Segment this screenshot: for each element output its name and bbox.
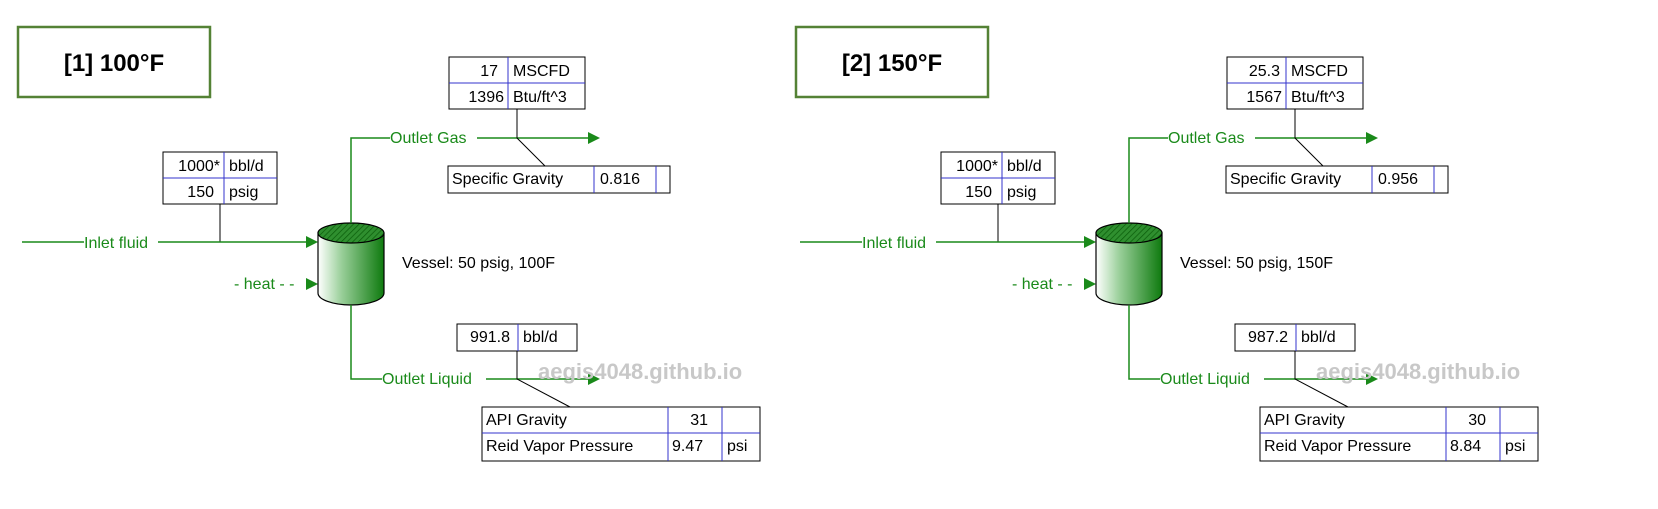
inlet-data-table: 1000* bbl/d 150 psig (940, 151, 1056, 205)
outlet-gas-label: Outlet Gas (390, 130, 466, 147)
api-gravity-value: 31 (690, 412, 708, 429)
gas-sg-table: Specific Gravity 0.816 (447, 165, 671, 194)
panel-1: [1] 100°F 1000* bbl/d 150 psig Inlet flu… (16, 25, 761, 462)
inlet-rate-unit: bbl/d (229, 158, 264, 175)
separator-vessel (317, 222, 385, 306)
vessel-label: Vessel: 50 psig, 100F (402, 255, 555, 272)
panel-2: [2] 150°F 1000* bbl/d 150 psig Inlet flu… (794, 25, 1539, 462)
rvp-label: Reid Vapor Pressure (1264, 438, 1411, 455)
rvp-unit: psi (1505, 438, 1525, 455)
api-gravity-value: 30 (1468, 412, 1486, 429)
panel-title-box (794, 25, 990, 99)
gas-data-table: 17 MSCFD 1396 Btu/ft^3 (448, 56, 586, 110)
gas-rate-value: 25.3 (1249, 63, 1280, 80)
gas-sg-label: Specific Gravity (452, 171, 563, 188)
outlet-liquid-label: Outlet Liquid (382, 371, 472, 388)
watermark: aegis4048.github.io (1316, 359, 1520, 384)
liquid-leader-line (1294, 351, 1349, 408)
liquid-rate-value: 987.2 (1248, 329, 1288, 346)
inlet-stream-label: Inlet fluid (84, 235, 148, 252)
heat-stream-label: - heat - - (234, 276, 294, 293)
inlet-stream: Inlet fluid (800, 235, 1096, 252)
gas-leader-line (1294, 109, 1324, 167)
gas-sg-table: Specific Gravity 0.956 (1225, 165, 1449, 194)
separator-vessel (1095, 222, 1163, 306)
liquid-properties-table: API Gravity 30 Reid Vapor Pressure 8.84 … (1259, 406, 1539, 462)
liquid-rate-table: 991.8 bbl/d (456, 323, 578, 352)
rvp-label: Reid Vapor Pressure (486, 438, 633, 455)
vessel-label: Vessel: 50 psig, 150F (1180, 255, 1333, 272)
inlet-rate-unit: bbl/d (1007, 158, 1042, 175)
outlet-liquid-label: Outlet Liquid (1160, 371, 1250, 388)
gas-sg-value: 0.956 (1378, 171, 1418, 188)
api-gravity-label: API Gravity (1264, 412, 1345, 429)
inlet-pressure-unit: psig (229, 184, 258, 201)
api-gravity-label: API Gravity (486, 412, 567, 429)
watermark: aegis4048.github.io (538, 359, 742, 384)
heat-stream-label: - heat - - (1012, 276, 1072, 293)
gas-rate-unit: MSCFD (1291, 63, 1348, 80)
rvp-value: 9.47 (672, 438, 703, 455)
liquid-rate-value: 991.8 (470, 329, 510, 346)
gas-heating-value: 1396 (468, 89, 504, 106)
inlet-rate-value: 1000* (178, 158, 220, 175)
rvp-unit: psi (727, 438, 747, 455)
liquid-rate-unit: bbl/d (523, 329, 558, 346)
outlet-liquid-stream: Outlet Liquid (350, 305, 600, 388)
panel-title-box (16, 25, 212, 99)
gas-rate-value: 17 (480, 63, 498, 80)
inlet-pressure-unit: psig (1007, 184, 1036, 201)
gas-sg-label: Specific Gravity (1230, 171, 1341, 188)
gas-heating-unit: Btu/ft^3 (1291, 89, 1345, 106)
gas-data-table: 25.3 MSCFD 1567 Btu/ft^3 (1226, 56, 1364, 110)
inlet-rate-value: 1000* (956, 158, 998, 175)
gas-leader-line (516, 109, 546, 167)
outlet-liquid-stream: Outlet Liquid (1128, 305, 1378, 388)
heat-stream: - heat - - (1012, 276, 1096, 293)
rvp-value: 8.84 (1450, 438, 1481, 455)
outlet-gas-label: Outlet Gas (1168, 130, 1244, 147)
panel-title: [2] 150°F (842, 50, 942, 77)
inlet-data-table: 1000* bbl/d 150 psig (162, 151, 278, 205)
heat-stream: - heat - - (234, 276, 318, 293)
inlet-pressure-value: 150 (965, 184, 992, 201)
inlet-stream: Inlet fluid (22, 235, 318, 252)
liquid-properties-table: API Gravity 31 Reid Vapor Pressure 9.47 … (481, 406, 761, 462)
outlet-gas-stream: Outlet Gas (350, 130, 600, 223)
gas-rate-unit: MSCFD (513, 63, 570, 80)
gas-heating-value: 1567 (1246, 89, 1282, 106)
inlet-pressure-value: 150 (187, 184, 214, 201)
inlet-stream-label: Inlet fluid (862, 235, 926, 252)
outlet-gas-stream: Outlet Gas (1128, 130, 1378, 223)
gas-heating-unit: Btu/ft^3 (513, 89, 567, 106)
liquid-leader-line (516, 351, 571, 408)
liquid-rate-table: 987.2 bbl/d (1234, 323, 1356, 352)
panel-title: [1] 100°F (64, 50, 164, 77)
liquid-rate-unit: bbl/d (1301, 329, 1336, 346)
gas-sg-value: 0.816 (600, 171, 640, 188)
